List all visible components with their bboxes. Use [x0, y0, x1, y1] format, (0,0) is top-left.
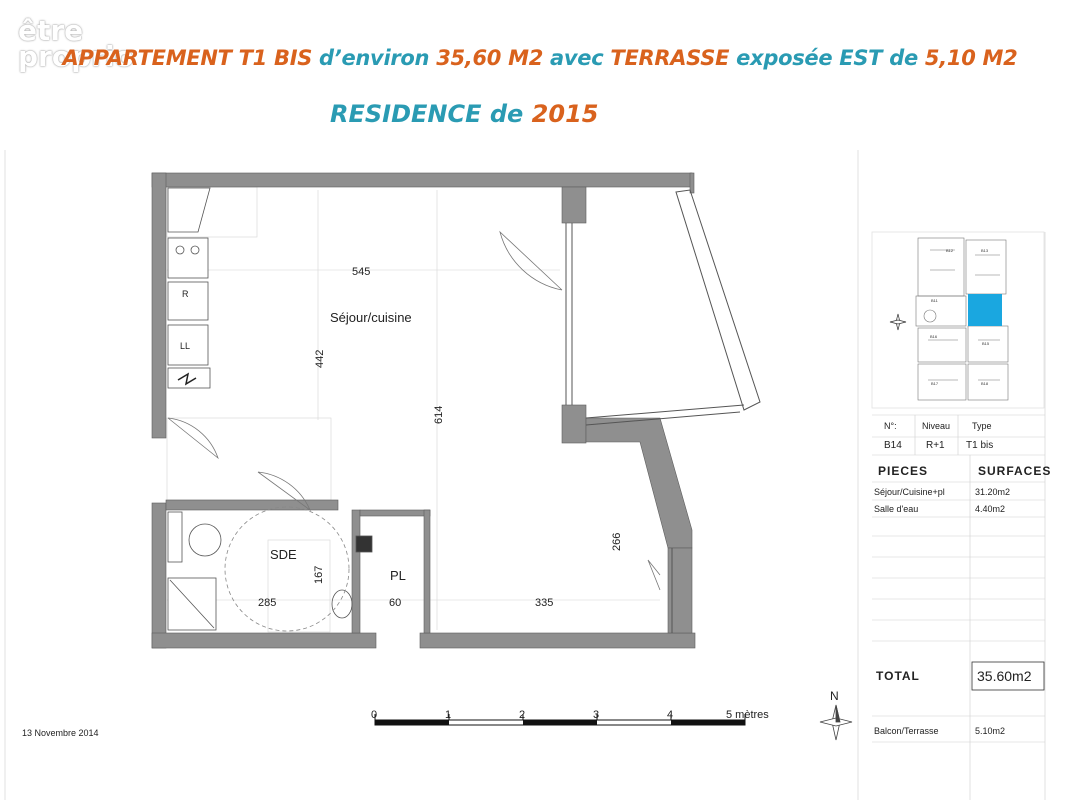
value-level: R+1	[926, 440, 945, 451]
scale-tick-0: 0	[371, 709, 377, 721]
compass-icon	[819, 704, 853, 741]
logo: être proprio	[18, 14, 134, 73]
logo-line2: proprio	[18, 40, 134, 73]
wall-west-upper	[151, 172, 167, 439]
logo-line1: être	[18, 14, 84, 47]
keyplan-highlight-b14	[968, 294, 1002, 326]
fridge	[167, 281, 209, 321]
cabinet-top	[167, 187, 211, 233]
keyplan-label-b17: B17	[931, 381, 939, 386]
wall-west-lower	[151, 502, 167, 649]
electric-panel	[167, 367, 211, 389]
door-swing-se	[647, 559, 661, 591]
wall-partition-b	[359, 509, 431, 517]
value-type: T1 bis	[966, 440, 994, 451]
row-surface-sejour: 31.20m2	[975, 487, 1011, 497]
subtitle-part-1: RESIDENCE de	[330, 100, 532, 128]
keyplan-label-b18: B18	[981, 381, 989, 386]
title-part-3: 35,60 M2	[436, 46, 551, 70]
wall-south-right	[419, 632, 696, 649]
dimension-266: 266	[611, 533, 623, 551]
terrace-outline	[675, 189, 761, 411]
toilet	[331, 589, 353, 619]
keyplan-label-b16: B16	[930, 334, 938, 339]
keyplan-label-b11: B11	[931, 298, 939, 303]
row-piece-sde: Salle d'eau	[874, 504, 919, 514]
room-label-sde: SDE	[270, 547, 297, 562]
door-swing-terrace	[499, 230, 563, 291]
room-label-sejour: Séjour/cuisine	[330, 310, 412, 325]
scale-tick-3: 3	[593, 709, 599, 721]
dimension-545: 545	[352, 266, 370, 278]
dimension-60: 60	[389, 597, 401, 609]
sde-cabinet	[167, 511, 183, 563]
title-part-1: APPARTEMENT T1 BIS	[62, 46, 320, 70]
header-level: Niveau	[922, 421, 951, 431]
header-number: N°:	[884, 421, 897, 431]
title-part-7: 5,10 M2	[924, 46, 1018, 70]
wall-partition-a	[351, 509, 361, 634]
dimension-167: 167	[313, 566, 325, 584]
keyplan-label-b12: B12	[946, 248, 954, 253]
pieces-header: PIECES	[878, 464, 929, 478]
pillar-terrace-top	[561, 186, 587, 224]
wall-north	[151, 172, 693, 188]
turning-circle	[224, 506, 350, 632]
total-label: TOTAL	[876, 669, 920, 683]
keyplan-label-b15: B15	[982, 341, 990, 346]
row-surface-sde: 4.40m2	[975, 504, 1006, 514]
subtitle-part-2: 2015	[531, 100, 599, 128]
title-part-6: exposée EST de	[736, 46, 925, 70]
sink	[167, 237, 209, 279]
scale-tick-2: 2	[519, 709, 525, 721]
door-swing-entry	[167, 417, 219, 460]
keyplan-label-b13: B13	[981, 248, 989, 253]
plan-date: 13 Novembre 2014	[22, 728, 99, 738]
row-piece-sejour: Séjour/Cuisine+pl	[874, 487, 945, 497]
balcony-value: 5.10m2	[975, 726, 1006, 736]
total-value: 35.60m2	[977, 668, 1032, 684]
wall-angled	[585, 417, 693, 549]
key-plan: B12 B13 B11 B16 B15 B17 B18	[871, 231, 1045, 409]
dimension-614: 614	[433, 406, 445, 424]
balcony-label: Balcon/Terrasse	[874, 726, 939, 736]
scale-tick-4: 4	[667, 709, 673, 721]
surfaces-header: SURFACES	[978, 464, 1052, 478]
pillar-terrace-bottom	[561, 404, 587, 444]
title-part-4: avec	[550, 46, 611, 70]
page-title: APPARTEMENT T1 BIS d’environ 35,60 M2 av…	[20, 46, 1060, 70]
electric-icon	[177, 372, 197, 386]
north-label: N	[830, 689, 839, 703]
label-fridge: R	[182, 289, 189, 299]
label-washer: LL	[180, 341, 190, 351]
dimension-285: 285	[258, 597, 276, 609]
wall-south-left	[151, 632, 377, 649]
title-part-2: d’environ	[319, 46, 437, 70]
header-type: Type	[972, 421, 992, 431]
dimension-335: 335	[535, 597, 553, 609]
scale-bar	[374, 714, 746, 726]
total-box	[971, 661, 1045, 691]
dimension-442: 442	[314, 350, 326, 368]
washbasin	[188, 523, 222, 557]
cabinet-right	[689, 172, 695, 194]
value-number: B14	[884, 440, 902, 451]
door-swing-sde	[257, 471, 311, 512]
wall-sde-top	[165, 499, 339, 511]
scale-tick-5: 5 mètres	[726, 709, 769, 721]
keyplan-compass-icon	[889, 313, 907, 331]
wall-partition-c	[423, 509, 431, 634]
room-label-pl: PL	[390, 568, 406, 583]
washer	[167, 324, 209, 366]
title-part-5: TERRASSE	[610, 46, 737, 70]
scale-tick-1: 1	[445, 709, 451, 721]
page-subtitle: RESIDENCE de 2015	[330, 100, 598, 128]
